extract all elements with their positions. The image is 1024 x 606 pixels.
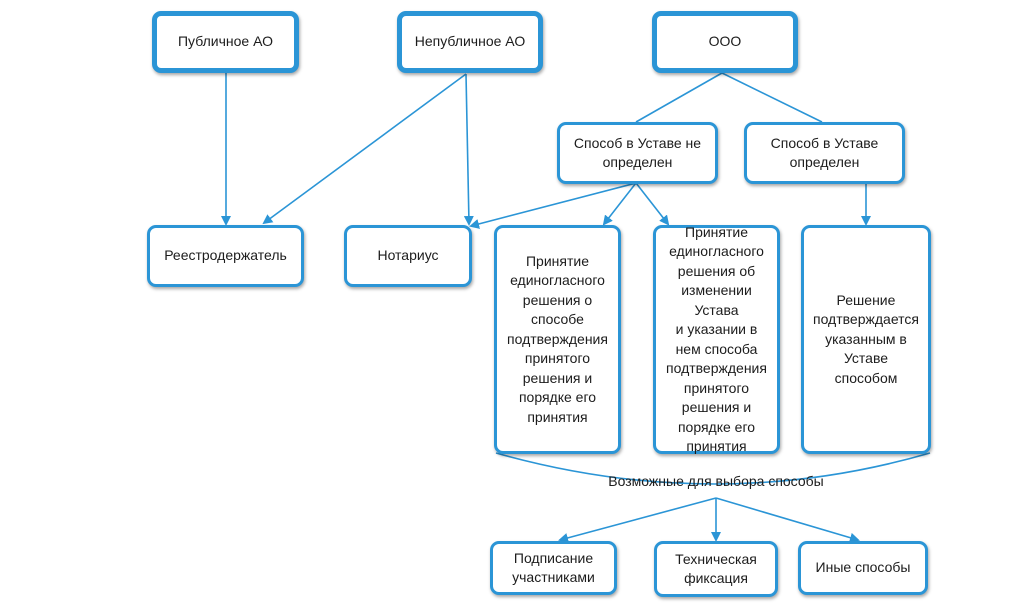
arrow-to-other (715, 497, 860, 543)
node-unanimous-charter-change: Принятие единогласного решения об измене… (653, 224, 780, 454)
node-confirmed-by-charter: Решение подтверждается указанным в Устав… (801, 225, 931, 454)
caption-possible-methods: Возможные для выбора способы (608, 473, 824, 489)
line-ooo-to-not-defined (635, 72, 723, 123)
arrow-nonpublic-to-registrar (262, 73, 467, 225)
node-notary: Нотариус (344, 225, 472, 287)
bracket-curve (495, 452, 931, 485)
node-public-ao: Публичное АО (152, 11, 299, 73)
line-ooo-to-defined (721, 72, 823, 123)
arrow-not-defined-to-charter-change (635, 182, 670, 226)
node-nonpublic-ao: Непубличное АО (397, 11, 543, 73)
arrow-nonpublic-to-notary (463, 73, 474, 226)
node-method-not-defined: Способ в Уставе не определен (557, 122, 718, 184)
arrow-not-defined-to-unanimous (602, 182, 637, 226)
node-technical-recording: Техническая фиксация (654, 541, 778, 597)
arrow-not-defined-to-notary (469, 182, 637, 229)
node-other-methods: Иные способы (798, 541, 928, 595)
arrow-to-signing (558, 497, 717, 543)
node-unanimous-decision: Принятие единогласного решения о способе… (494, 225, 621, 454)
node-registrar: Реестродержатель (147, 225, 304, 287)
node-participants-signing: Подписание участниками (490, 541, 617, 595)
node-ooo: ООО (652, 11, 798, 73)
node-method-defined: Способ в Уставе определен (744, 122, 905, 184)
